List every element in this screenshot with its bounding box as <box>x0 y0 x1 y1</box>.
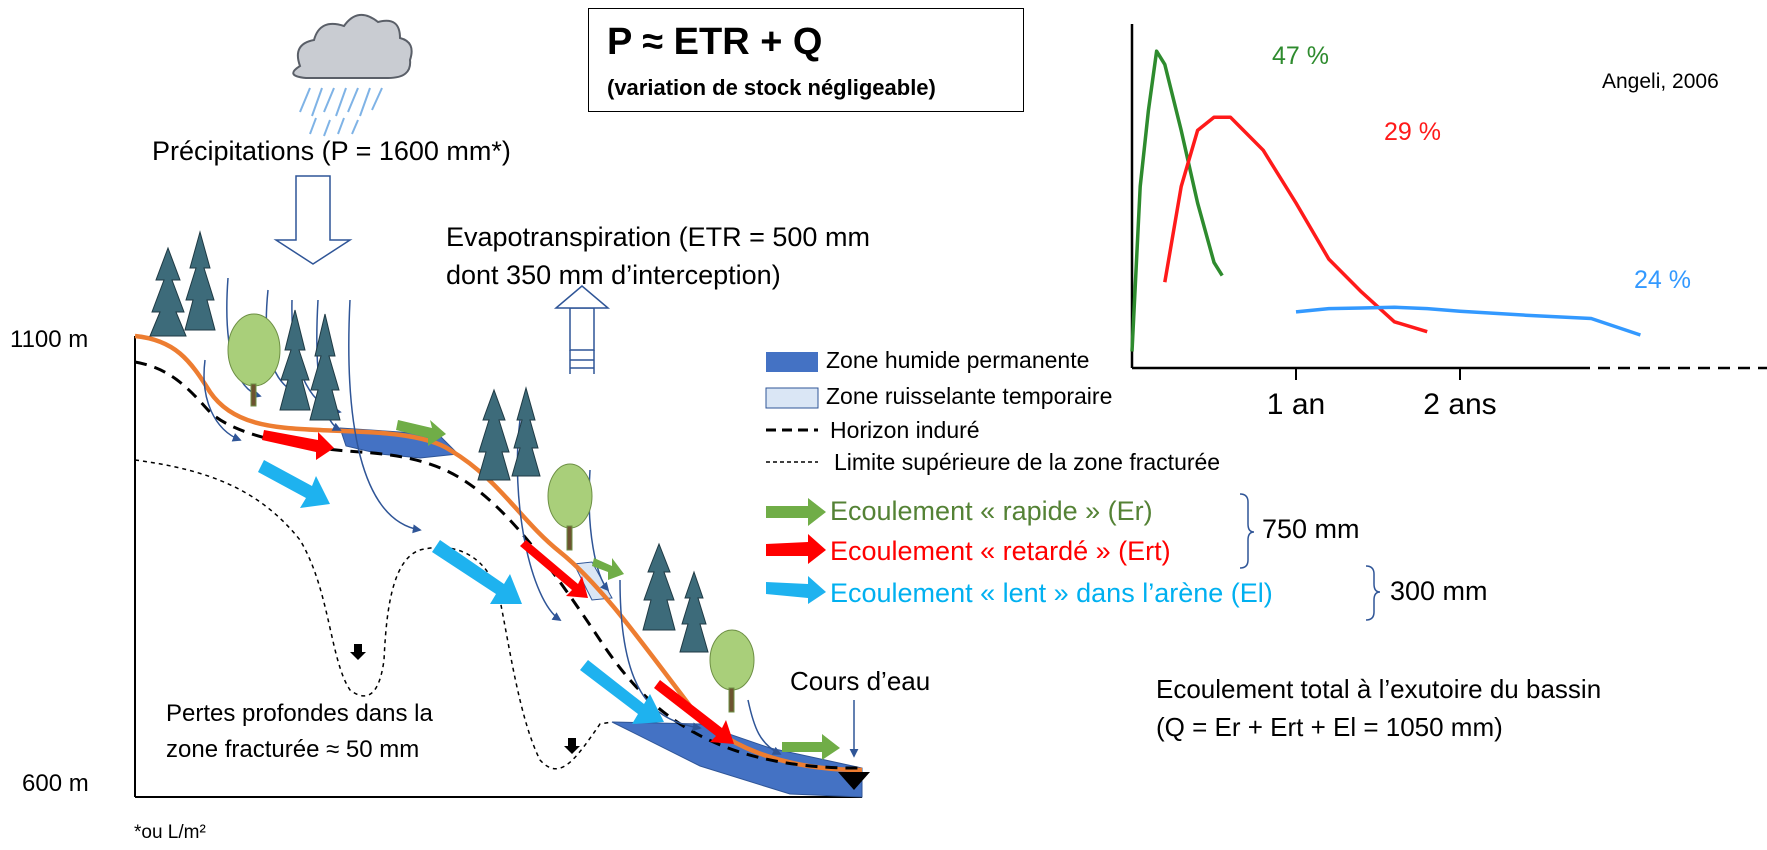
legend-zone-ruisselante: Zone ruisselante temporaire <box>826 383 1113 409</box>
precipitation-footnote: *ou L/m² <box>134 822 206 843</box>
evapotranspiration-line1: Evapotranspiration (ETR = 500 mm <box>446 222 870 252</box>
slow-flow-arrows <box>258 460 664 724</box>
legend-swatch-zone-humide <box>766 352 818 372</box>
chart-series-label: 29 % <box>1384 118 1441 146</box>
bracket-750 <box>1239 493 1255 569</box>
rapid-flow-arrows <box>396 420 840 760</box>
indurated-horizon-line <box>134 360 863 770</box>
stream-label: Cours d’eau <box>790 666 931 696</box>
legend-horizon: Horizon induré <box>830 417 980 443</box>
tree-icons <box>149 230 709 653</box>
rain-cloud-icon <box>292 14 413 137</box>
chart-series-line <box>1295 305 1641 337</box>
bracket-300 <box>1365 565 1381 621</box>
flow-lent-label: Ecoulement « lent » dans l’arène (El) <box>830 578 1273 608</box>
chart-x-tick-label: 1 an <box>1267 388 1325 421</box>
chart-source-label: Angeli, 2006 <box>1602 70 1719 93</box>
evapotranspiration-line2: dont 350 mm d’interception) <box>446 260 781 290</box>
altitude-bottom-label: 600 m <box>22 770 89 797</box>
chart-series-label: 47 % <box>1272 42 1329 70</box>
fast-total-label: 750 mm <box>1262 514 1360 544</box>
deep-loss-arrows <box>350 644 580 754</box>
delayed-flow-arrows <box>262 430 734 744</box>
deep-loss-line1: Pertes profondes dans la <box>166 700 433 727</box>
deciduous-tree-icons <box>227 313 755 713</box>
chart-series-label: 24 % <box>1634 266 1691 294</box>
flow-retarde-label: Ecoulement « retardé » (Ert) <box>830 536 1171 566</box>
precipitation-arrow <box>273 175 353 265</box>
stream-marker-icon <box>838 772 870 790</box>
total-flow-line2: (Q = Er + Ert + El = 1050 mm) <box>1156 712 1503 742</box>
legend-arrow-retarde <box>766 534 826 564</box>
chart-series-line <box>1163 115 1428 334</box>
altitude-top-label: 1100 m <box>10 326 89 353</box>
formula-box: P ≈ ETR + Q (variation de stock négligea… <box>588 8 1024 112</box>
total-flow-line1: Ecoulement total à l’exutoire du bassin <box>1156 674 1602 704</box>
chart-series-line <box>1130 49 1224 352</box>
legend-arrow-rapide <box>766 498 826 526</box>
fractured-zone-limit <box>134 459 613 770</box>
chart-x-tick-label: 2 ans <box>1423 388 1496 421</box>
formula-equation: P ≈ ETR + Q <box>607 21 823 63</box>
formula-note: (variation de stock négligeable) <box>607 75 936 100</box>
legend-zone-humide: Zone humide permanente <box>826 347 1090 373</box>
deep-loss-line2: zone fracturée ≈ 50 mm <box>166 736 420 763</box>
precipitation-label: Précipitations (P = 1600 mm*) <box>152 136 511 166</box>
legend-arrow-lent <box>766 576 826 604</box>
slow-total-label: 300 mm <box>1390 576 1488 606</box>
flow-rapide-label: Ecoulement « rapide » (Er) <box>830 496 1153 526</box>
legend-swatch-zone-ruisselante <box>765 387 819 409</box>
legend-limite: Limite supérieure de la zone fracturée <box>834 449 1221 475</box>
